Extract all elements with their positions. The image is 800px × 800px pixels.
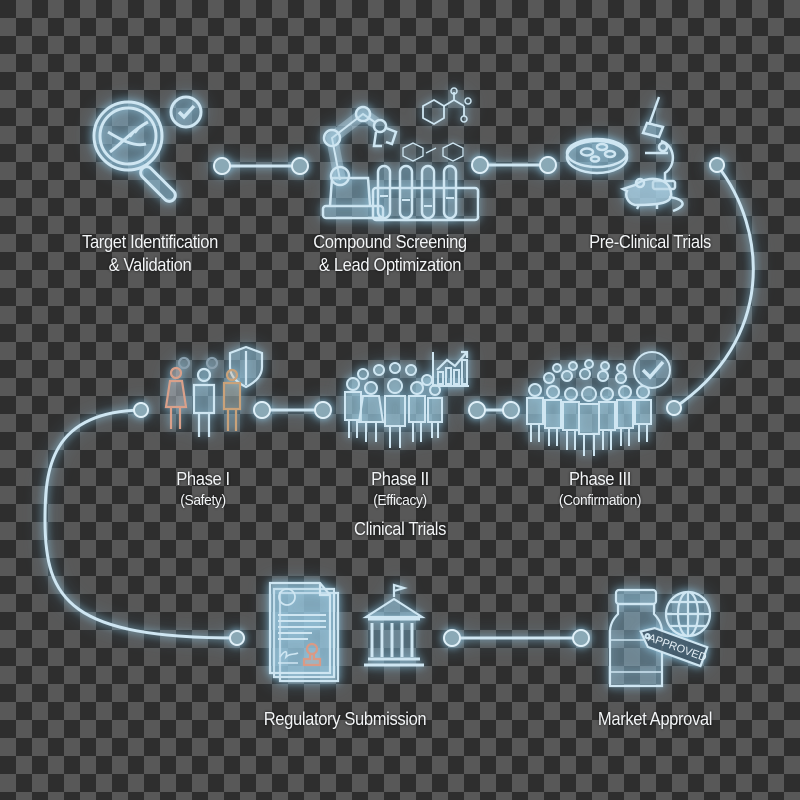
step-title-line2: (Confirmation) xyxy=(558,492,642,509)
step-title-line2: (Safety) xyxy=(180,492,226,509)
large-group-check-icon xyxy=(525,350,685,460)
step-title-line1: Pre-Clinical Trials xyxy=(589,232,711,252)
step-title-line1: Phase I xyxy=(176,469,230,489)
small-group-shield-icon xyxy=(162,345,282,445)
step-title-line2: & Lead Optimization xyxy=(318,255,462,275)
step-label-compound-screening: Compound Screening & Lead Optimization xyxy=(298,231,482,277)
step-title-line1: Regulatory Submission xyxy=(263,709,427,729)
clinical-trials-group-label: Clinical Trials xyxy=(353,519,447,539)
step-label-target-identification: Target Identification & Validation xyxy=(63,231,238,277)
group-growth-chart-icon xyxy=(343,348,473,448)
bottle-approved-globe-icon: APPROVED xyxy=(608,588,723,695)
step-title-line2: & Validation xyxy=(108,255,192,275)
step-title-line2: (Efficacy) xyxy=(373,492,427,509)
documents-government-building-icon xyxy=(268,581,433,683)
magnifier-dna-check-icon xyxy=(88,92,213,217)
step-label-phase-3: Phase III (Confirmation) xyxy=(536,468,665,511)
petri-microscope-mouse-icon xyxy=(565,95,700,215)
step-label-market-approval: Market Approval xyxy=(581,708,728,731)
robot-arm-test-tubes-icon xyxy=(318,87,480,223)
step-label-phase-1: Phase I (Safety) xyxy=(148,468,258,511)
step-title-line1: Phase II xyxy=(371,469,429,489)
step-label-regulatory-submission: Regulatory Submission xyxy=(248,708,441,731)
step-title-line1: Target Identification xyxy=(82,232,218,252)
step-title-line1: Compound Screening xyxy=(313,232,467,252)
step-title-line1: Market Approval xyxy=(597,709,713,729)
step-label-phase-2: Phase II (Efficacy) xyxy=(345,468,455,511)
step-title-line1: Phase III xyxy=(568,469,632,489)
step-label-pre-clinical: Pre-Clinical Trials xyxy=(567,231,733,254)
